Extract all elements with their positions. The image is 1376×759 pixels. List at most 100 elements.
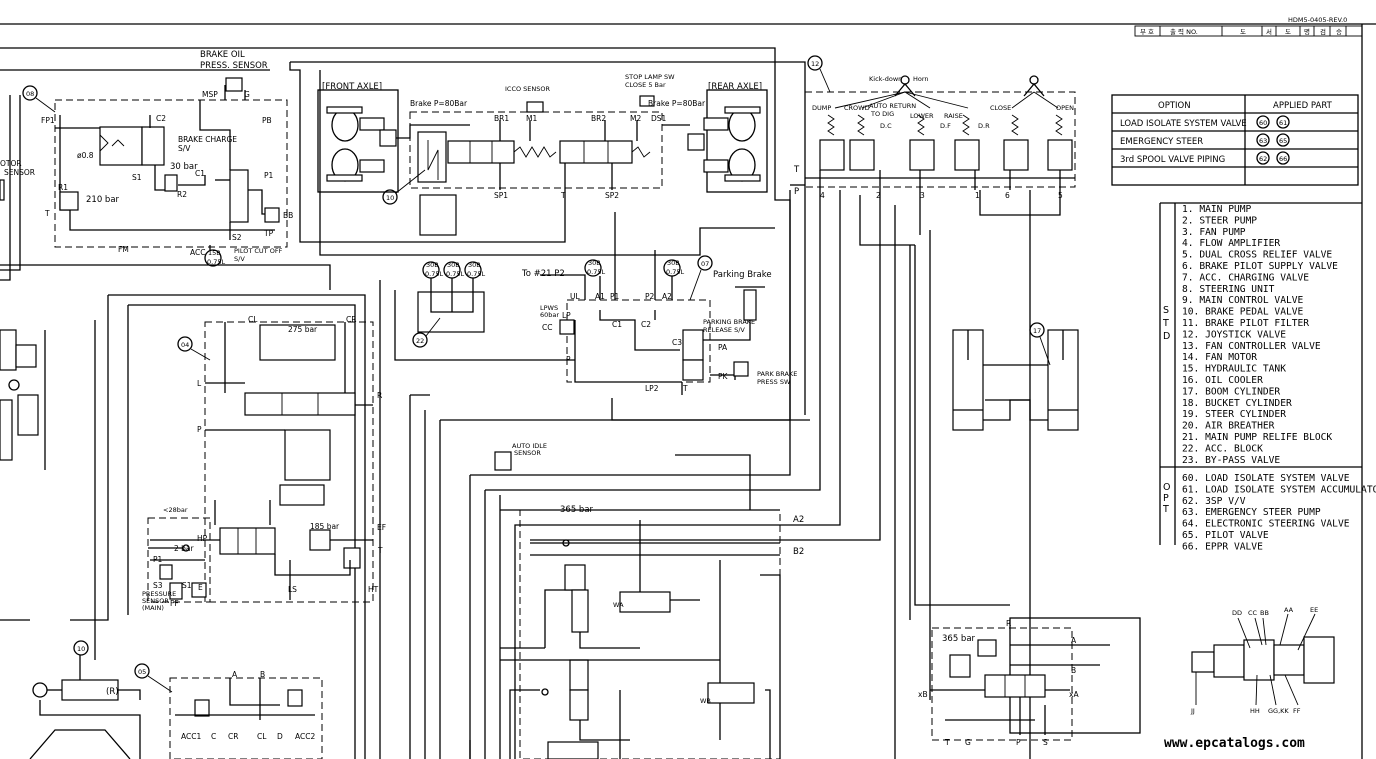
legend-opt-o: O	[1163, 482, 1170, 493]
joy-port: 1	[975, 191, 980, 200]
port-s1: S1	[132, 173, 142, 182]
port-m2: M2	[630, 114, 641, 123]
port-g-lis: G	[965, 738, 971, 747]
options-header-part: APPLIED PART	[1273, 101, 1333, 111]
joy-port: 6	[1005, 191, 1010, 200]
legend-opt-item: 60. LOAD ISOLATE SYSTEM VALVE	[1182, 473, 1350, 484]
port-t-left: T	[44, 209, 50, 218]
port-lp2: LP2	[645, 384, 659, 393]
acc-block	[204, 249, 681, 333]
port-c-blk: C	[211, 732, 216, 741]
legend-std-item: 10. BRAKE PEDAL VALVE	[1182, 307, 1304, 318]
port-r-lis: R	[1006, 619, 1011, 628]
dual-cross-relief-block	[169, 677, 323, 759]
legend-std-item: 4. FLOW AMPLIFIER	[1182, 238, 1280, 249]
component-legend	[1159, 202, 1362, 545]
label-pilot-cutoff-sv: S/V	[234, 255, 245, 263]
label-30-bar: 30 bar	[170, 162, 198, 172]
acc-volume: 0.75L	[666, 268, 684, 276]
port-msp: MSP	[202, 90, 218, 99]
callout-number: 04	[181, 341, 189, 349]
legend-std-item: 18. BUCKET CYLINDER	[1182, 398, 1292, 409]
callout-number: 05	[138, 668, 146, 676]
options-row-label: LOAD ISOLATE SYSTEM VALVE	[1120, 119, 1247, 129]
port-br2: BR2	[591, 114, 606, 123]
port-t-lis: T	[944, 738, 950, 747]
legend-std-d: D	[1163, 331, 1170, 342]
legend-std-item: 17. BOOM CYLINDER	[1182, 386, 1280, 397]
port-acc: ACC	[190, 248, 205, 257]
port-p-pb: P	[566, 355, 571, 364]
acc-volume: 0.75L	[207, 258, 225, 266]
port-s-lis: S	[1043, 738, 1048, 747]
port-p-joy: P	[794, 187, 799, 197]
acc-volume: 0.75L	[587, 268, 605, 276]
label-brake-charge-sv: S/V	[178, 144, 191, 153]
callout-number: 17	[1033, 327, 1041, 335]
legend-opt-item: 65. PILOT VALVE	[1182, 530, 1269, 541]
loc-label: EE	[1310, 606, 1318, 614]
boom-cylinders	[952, 329, 1079, 431]
port-a2-pb: A2	[662, 292, 672, 301]
title-cell: 서	[1266, 27, 1272, 36]
watermark: www.epcatalogs.com	[1164, 736, 1305, 751]
steer-cylinder	[29, 655, 141, 759]
joy-port: 3	[920, 191, 925, 200]
options-row-label: 3rd SPOOL VALVE PIPING	[1120, 155, 1225, 165]
main-control-valve	[494, 451, 781, 759]
label-28-bar: <28bar	[163, 506, 188, 514]
port-cl: CL	[248, 315, 258, 324]
label-icco-sensor: ICCO SENSOR	[505, 85, 551, 93]
title-cell: 검	[1320, 28, 1326, 36]
loc-label: DD	[1232, 609, 1242, 617]
legend-opt-item: 62. 3SP V/V	[1182, 496, 1246, 507]
port-a1: A1	[595, 292, 605, 301]
port-p1: P1	[264, 171, 274, 180]
callout-number: 10	[77, 645, 85, 653]
legend-opt-item: 61. LOAD ISOLATE SYSTEM ACCUMULATOR	[1182, 484, 1376, 495]
port-xb: xB	[918, 690, 928, 699]
loc-label: FF	[1293, 707, 1301, 715]
legend-std-item: 21. MAIN PUMP RELIFE BLOCK	[1182, 432, 1332, 443]
callout-number: 12	[811, 60, 819, 68]
label-sensor: SENSOR	[142, 597, 169, 605]
legend-std-item: 1. MAIN PUMP	[1182, 204, 1252, 215]
label-wa: WA	[613, 601, 624, 609]
legend-std-item: 2. STEER PUMP	[1182, 215, 1257, 226]
port-p2-pb: P2	[645, 292, 655, 301]
label-to-21: To #21 P2	[521, 269, 565, 279]
label-crowd: CROWD	[844, 104, 870, 112]
acc-volume-id: 30B	[667, 259, 680, 267]
legend-std-item: 11. BRAKE PILOT FILTER	[1182, 318, 1309, 329]
legend-opt-t: T	[1162, 504, 1169, 515]
label-r-cylinder: (R)	[106, 687, 119, 697]
legend-std-item: 5. DUAL CROSS RELIEF VALVE	[1182, 250, 1332, 261]
port-c2: C2	[156, 114, 166, 123]
legend-std-item: 22. ACC. BLOCK	[1182, 443, 1263, 454]
label-rear-axle: [REAR AXLE]	[708, 82, 762, 92]
options-row-label: EMERGENCY STEER	[1120, 137, 1203, 147]
label-raise: RAISE	[944, 112, 963, 120]
port-ls: LS	[288, 585, 297, 594]
joy-port: 5	[1058, 191, 1063, 200]
port-c1-pb: C1	[612, 320, 622, 329]
label-365-bar-mcv: 365 bar	[560, 505, 594, 515]
label-orifice: ø0.8	[77, 151, 94, 160]
label-auto-idle-sensor: SENSOR	[514, 449, 541, 457]
joystick-valve	[790, 75, 1076, 190]
label-pilot-cutoff: PILOT CUT OFF	[234, 247, 283, 255]
port-pb: PB	[262, 116, 272, 125]
port-g: G	[244, 90, 250, 99]
port-t-joy: T	[793, 165, 800, 175]
doc-number: HDM5-0405-REV.0	[1288, 16, 1347, 24]
label-pb-release-sv: RELEASE S/V	[703, 326, 745, 334]
port-r2: R2	[177, 190, 187, 199]
label-275-bar: 275 bar	[288, 325, 318, 334]
legend-opt-item: 63. EMERGENCY STEER PUMP	[1182, 507, 1321, 518]
label-brake-charge: BRAKE CHARGE	[178, 135, 237, 144]
port-p-lis: P	[1016, 738, 1021, 747]
acc-volume: 0.75L	[446, 270, 464, 278]
port-e: E	[198, 583, 203, 592]
